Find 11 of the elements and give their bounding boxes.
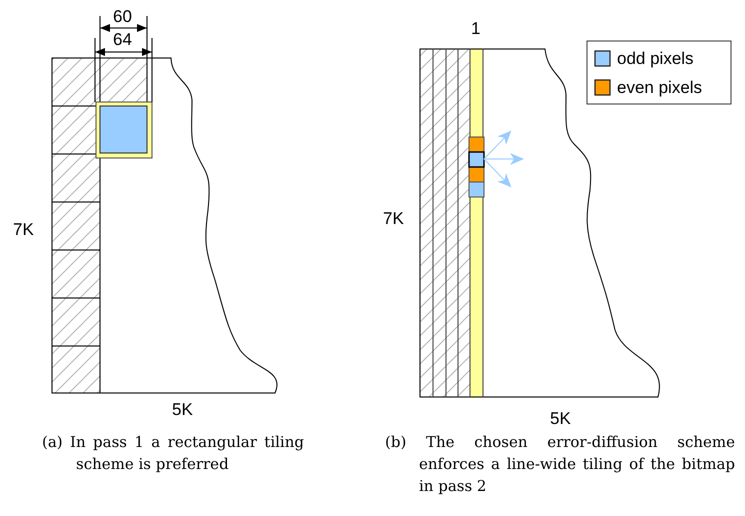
caption: (a) In pass 1 a rectangular tiling scheme is preferred bbox=[42, 432, 304, 475]
legend-label: odd pixels bbox=[617, 50, 694, 67]
legend-label: even pixels bbox=[617, 79, 702, 96]
size-label: 5K bbox=[550, 410, 571, 427]
size-label: 1 bbox=[471, 20, 480, 37]
size-label: 5K bbox=[172, 401, 193, 418]
caption: (b) The chosen error-diffusion scheme enforces a line-wide tiling of the bitmap in pass 2 bbox=[385, 432, 735, 497]
size-label: 7K bbox=[383, 210, 404, 227]
dimension-label: 60 bbox=[113, 8, 132, 25]
dimension-label: 64 bbox=[113, 31, 132, 48]
size-label: 7K bbox=[13, 221, 34, 238]
